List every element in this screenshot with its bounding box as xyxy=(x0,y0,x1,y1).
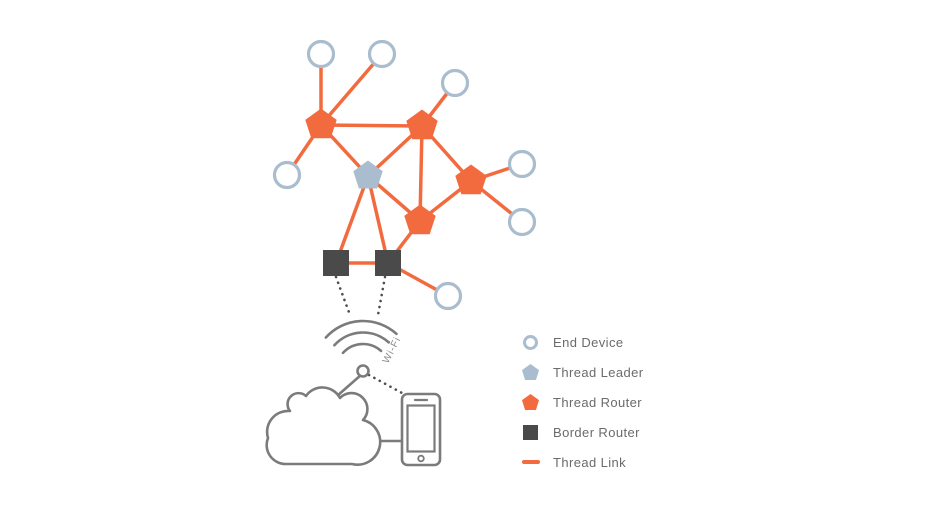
legend-item-thread-router: Thread Router xyxy=(515,387,643,417)
thread-link xyxy=(366,175,390,264)
smartphone-icon xyxy=(400,392,442,467)
legend-label-border-router: Border Router xyxy=(553,424,640,440)
border-router-node xyxy=(375,250,401,276)
end-device-node xyxy=(367,39,397,69)
thread-link xyxy=(319,52,384,127)
end-device-node xyxy=(433,281,463,311)
thread-link xyxy=(320,123,423,128)
thread-router-node xyxy=(406,109,438,140)
thread-router-node xyxy=(404,204,436,235)
border-router-node xyxy=(323,250,349,276)
thread-link-icon xyxy=(521,460,540,464)
legend-item-thread-link: Thread Link xyxy=(515,447,643,477)
wifi-arc xyxy=(333,331,391,347)
legend-label-thread-leader: Thread Leader xyxy=(553,364,644,380)
legend-item-end-device: End Device xyxy=(515,327,643,357)
legend-icon-cell xyxy=(515,424,546,440)
wifi-origin-dot xyxy=(356,364,370,378)
legend-icon-cell xyxy=(515,394,546,410)
end-device-node xyxy=(507,207,537,237)
cloud-icon xyxy=(265,386,382,466)
phone-home-button xyxy=(417,454,425,463)
legend-label-end-device: End Device xyxy=(553,334,624,350)
wifi-arc xyxy=(341,342,383,355)
legend-label-thread-router: Thread Router xyxy=(553,394,643,410)
thread-router-node xyxy=(305,108,337,139)
legend-label-thread-link: Thread Link xyxy=(553,454,627,470)
end-device-node xyxy=(507,149,537,179)
legend-item-thread-leader: Thread Leader xyxy=(515,357,643,387)
end-device-icon xyxy=(523,334,538,350)
thread-link xyxy=(334,175,370,264)
phone-screen xyxy=(406,404,436,453)
thread-router-icon xyxy=(522,394,539,410)
wifi-icon xyxy=(324,319,398,355)
end-device-node xyxy=(272,160,302,190)
legend-icon-cell xyxy=(515,334,546,350)
thread-router-node xyxy=(455,164,487,195)
legend: End Device Thread Leader Thread Router B… xyxy=(515,327,643,477)
gray-link xyxy=(335,373,363,398)
border-router-icon xyxy=(523,424,538,440)
legend-icon-cell xyxy=(515,460,546,464)
legend-icon-cell xyxy=(515,364,546,380)
dotted-link xyxy=(367,373,404,395)
thread-leader-node xyxy=(353,160,383,189)
end-device-node xyxy=(440,68,470,98)
dotted-link xyxy=(376,275,387,317)
end-device-node xyxy=(306,39,336,69)
wifi-arc xyxy=(324,319,398,339)
legend-item-border-router: Border Router xyxy=(515,417,643,447)
dotted-link xyxy=(334,275,352,317)
thread-leader-icon xyxy=(522,364,539,380)
